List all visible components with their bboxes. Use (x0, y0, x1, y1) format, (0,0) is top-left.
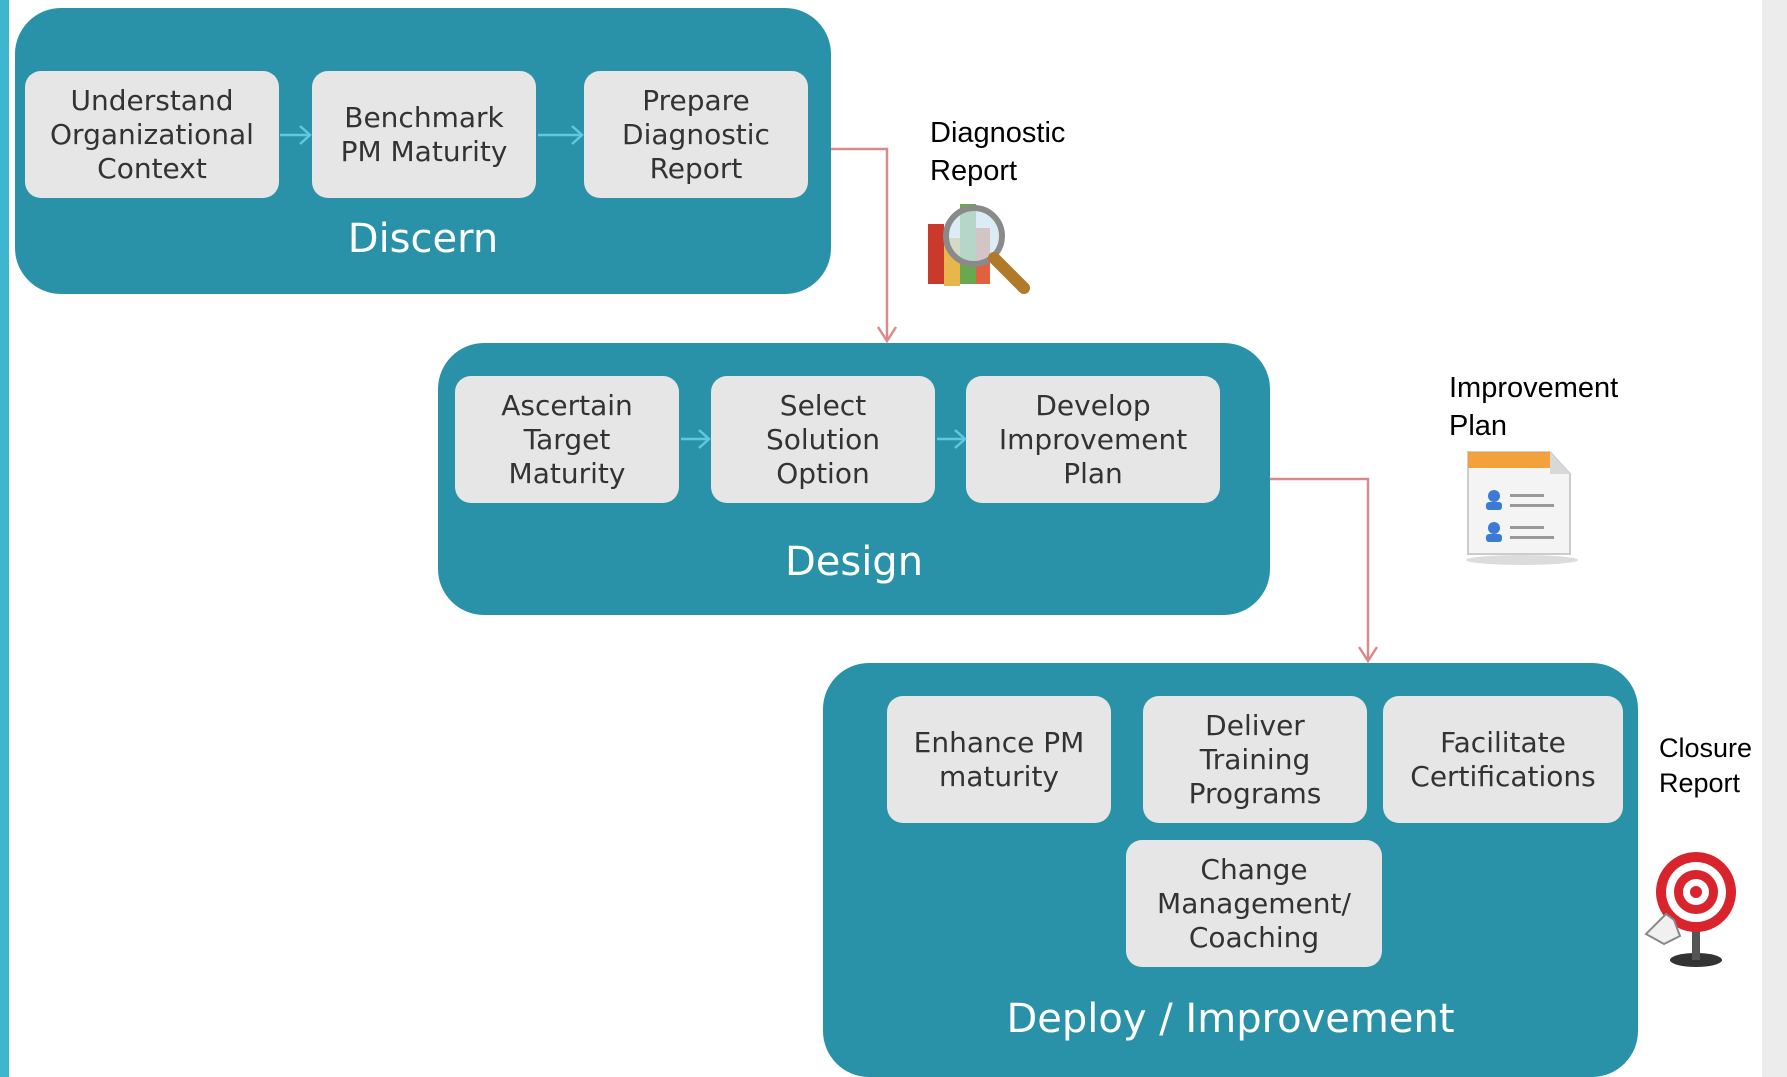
right-scrollbar[interactable] (1762, 0, 1787, 1077)
step-facilitate-certifications: Facilitate Certifications (1383, 696, 1623, 823)
document-icon (1466, 451, 1578, 565)
arrow-discern-1 (280, 125, 312, 145)
left-accent-bar (0, 0, 9, 1077)
arrow-discern-2 (538, 125, 584, 145)
connector-design-deploy (1270, 477, 1379, 664)
step-change-management: Change Management/ Coaching (1126, 840, 1382, 967)
phase-label-discern: Discern (347, 216, 499, 262)
phase-connectors (831, 147, 1379, 664)
phase-label-design: Design (784, 539, 924, 585)
step-deliver-training: Deliver Training Programs (1143, 696, 1367, 823)
magnifier-chart-icon (928, 204, 1030, 294)
step-understand-context: Understand Organizational Context (25, 71, 279, 198)
step-prepare-report: Prepare Diagnostic Report (584, 71, 808, 198)
step-enhance-maturity: Enhance PM maturity (887, 696, 1111, 823)
connector-discern-design (831, 147, 898, 344)
step-ascertain-maturity: Ascertain Target Maturity (455, 376, 679, 503)
deliverable-diagnostic-report: Diagnostic Report (930, 117, 1066, 187)
deliverable-closure-report: Closure Report (1659, 733, 1753, 798)
phase-label-deploy: Deploy / Improvement (1006, 996, 1455, 1042)
arrow-design-1 (681, 429, 711, 449)
phase-discern: Understand Organizational Context Benchm… (15, 8, 831, 294)
step-develop-plan: Develop Improvement Plan (966, 376, 1220, 503)
target-icon (1644, 852, 1736, 967)
phase-design: Ascertain Target Maturity Select Solutio… (438, 343, 1270, 615)
step-select-option: Select Solution Option (711, 376, 935, 503)
arrow-design-2 (937, 429, 967, 449)
step-benchmark-maturity: Benchmark PM Maturity (312, 71, 536, 198)
step-arrows (280, 125, 967, 449)
deliverable-improvement-plan: Improvement Plan (1449, 372, 1619, 442)
phase-deploy: Enhance PM maturity Deliver Training Pro… (823, 663, 1638, 1077)
